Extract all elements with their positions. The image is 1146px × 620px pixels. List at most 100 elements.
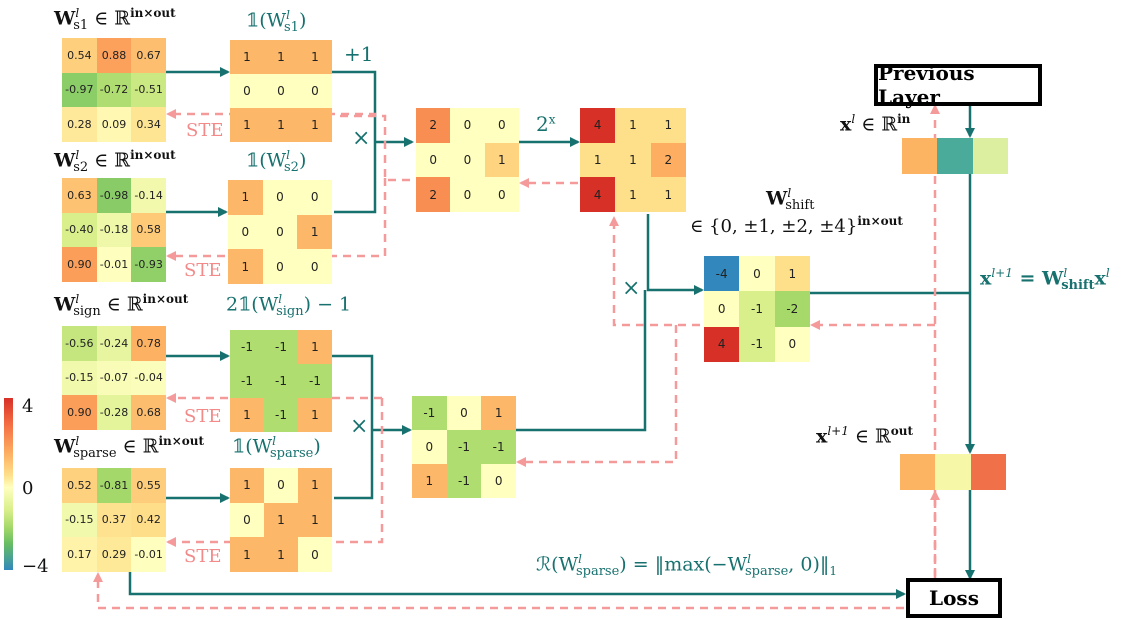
regularizer-equation: ℛ(Wlsparse) = ‖max(−Wlsparse, 0)‖1 bbox=[536, 552, 838, 580]
sign_sparse-cell: 0 bbox=[446, 396, 482, 430]
xl1-label: xl+1 ∈ ℝout bbox=[816, 424, 914, 448]
ws1-title: Wls1 ∈ ℝin×out bbox=[54, 6, 176, 34]
ws1-cell: 0.28 bbox=[62, 107, 97, 142]
ind1-cell: 1 bbox=[298, 108, 332, 142]
sparse-cell: 1 bbox=[264, 502, 298, 538]
pow-cell: 2 bbox=[650, 142, 686, 178]
sum-cell: 0 bbox=[416, 142, 451, 178]
ws2-title: Wls2 ∈ ℝin×out bbox=[54, 148, 176, 176]
sign-cell: 1 bbox=[298, 330, 332, 364]
ind1-cell: 0 bbox=[230, 74, 264, 108]
sign_sparse-cell: -1 bbox=[446, 464, 482, 498]
sign_sparse-cell: -1 bbox=[481, 430, 516, 464]
grad-loss-reg bbox=[93, 572, 904, 610]
ws2-cell: -0.01 bbox=[96, 247, 132, 282]
xl-cell bbox=[937, 138, 973, 174]
xl1-cell bbox=[900, 454, 936, 490]
grad-ind2-ws2 bbox=[166, 178, 387, 261]
sparse-cell: 1 bbox=[230, 537, 264, 572]
wsign-cell: -0.28 bbox=[96, 395, 132, 430]
wsign-cell: 0.90 bbox=[62, 395, 97, 430]
sign_sparse-cell: 1 bbox=[412, 464, 447, 498]
xl-cell bbox=[902, 138, 938, 174]
wsign-cell: -0.07 bbox=[96, 360, 132, 396]
sum-cell: 0 bbox=[450, 142, 485, 178]
wsparse-cell: 0.17 bbox=[62, 537, 97, 572]
sign-cell: 1 bbox=[230, 398, 264, 432]
ind2-cell: 0 bbox=[297, 249, 332, 284]
grad-shift-signsparse bbox=[516, 325, 678, 467]
sparse-indicator-title: 𝟙(Wlsparse) bbox=[232, 434, 321, 462]
previous-layer-label: Previous Layer bbox=[878, 61, 975, 109]
ind1-cell: 1 bbox=[298, 40, 332, 74]
ste-label-3: STE bbox=[184, 406, 222, 427]
ind1-cell: 1 bbox=[264, 108, 298, 142]
pow-cell: 1 bbox=[615, 108, 651, 143]
sparse-cell: 0 bbox=[298, 537, 332, 572]
wire-sign-merge bbox=[332, 354, 374, 500]
xl-cell bbox=[972, 138, 1008, 174]
wshift-title: Wlshift bbox=[766, 186, 815, 214]
sum-cell: 0 bbox=[450, 108, 485, 143]
ws2-cell: -0.18 bbox=[96, 212, 132, 248]
ws1-cell: -0.97 bbox=[62, 72, 97, 108]
sign-cell: -1 bbox=[264, 330, 298, 364]
sparse-cell: 1 bbox=[298, 468, 332, 503]
shift-cell: 4 bbox=[704, 326, 740, 362]
pow-cell: 1 bbox=[650, 177, 686, 212]
ind1-cell: 1 bbox=[264, 40, 298, 74]
wsparse-cell: 0.42 bbox=[131, 502, 166, 538]
ind2-cell: 0 bbox=[262, 180, 298, 215]
ste-label-1: STE bbox=[186, 120, 224, 141]
xl1-cell bbox=[935, 454, 971, 490]
ind1-cell: 1 bbox=[230, 108, 264, 142]
wsign-cell: -0.15 bbox=[62, 360, 97, 396]
wsparse-cell: 0.52 bbox=[62, 468, 97, 503]
ws2-cell: 0.63 bbox=[62, 178, 97, 213]
shift-cell: -1 bbox=[739, 326, 775, 362]
ws2-cell: -0.40 bbox=[62, 212, 97, 248]
wsign-cell: -0.56 bbox=[62, 326, 97, 361]
wsign-cell: -0.24 bbox=[96, 326, 132, 361]
ste-label-2: STE bbox=[184, 260, 222, 281]
wire-pow-shift bbox=[646, 214, 704, 295]
colorbar-max-label: 4 bbox=[22, 396, 34, 417]
ws2-cell: -0.93 bbox=[131, 247, 166, 282]
ws2-cell: 0.90 bbox=[62, 247, 97, 282]
sparse-cell: 0 bbox=[230, 502, 264, 538]
sign-cell: -1 bbox=[264, 364, 298, 398]
pow-cell: 1 bbox=[615, 177, 651, 212]
wsign-title: Wlsign ∈ ℝin×out bbox=[54, 292, 189, 320]
sum-cell: 0 bbox=[484, 108, 519, 143]
sum-cell: 2 bbox=[416, 177, 451, 212]
shift-cell: 1 bbox=[774, 256, 810, 292]
sign-cell: -1 bbox=[298, 364, 332, 398]
sign-cell: 1 bbox=[298, 398, 332, 432]
colorbar bbox=[4, 398, 13, 570]
sum-cell: 2 bbox=[416, 108, 451, 143]
xl1-vector bbox=[900, 454, 1006, 490]
ws2-cell: 0.58 bbox=[131, 212, 166, 248]
ste-label-4: STE bbox=[184, 546, 222, 567]
previous-layer-box: Previous Layer bbox=[874, 61, 1042, 109]
sum-cell: 0 bbox=[450, 177, 485, 212]
ind2-cell: 0 bbox=[262, 214, 298, 250]
loss-label: Loss bbox=[929, 586, 979, 610]
ws1-cell: 0.09 bbox=[96, 107, 132, 142]
shift-cell: 0 bbox=[704, 291, 740, 327]
ind2-cell: 1 bbox=[297, 214, 332, 250]
sign-cell: -1 bbox=[230, 364, 264, 398]
shift-cell: -2 bbox=[774, 291, 810, 327]
sparse-cell: 1 bbox=[298, 502, 332, 538]
